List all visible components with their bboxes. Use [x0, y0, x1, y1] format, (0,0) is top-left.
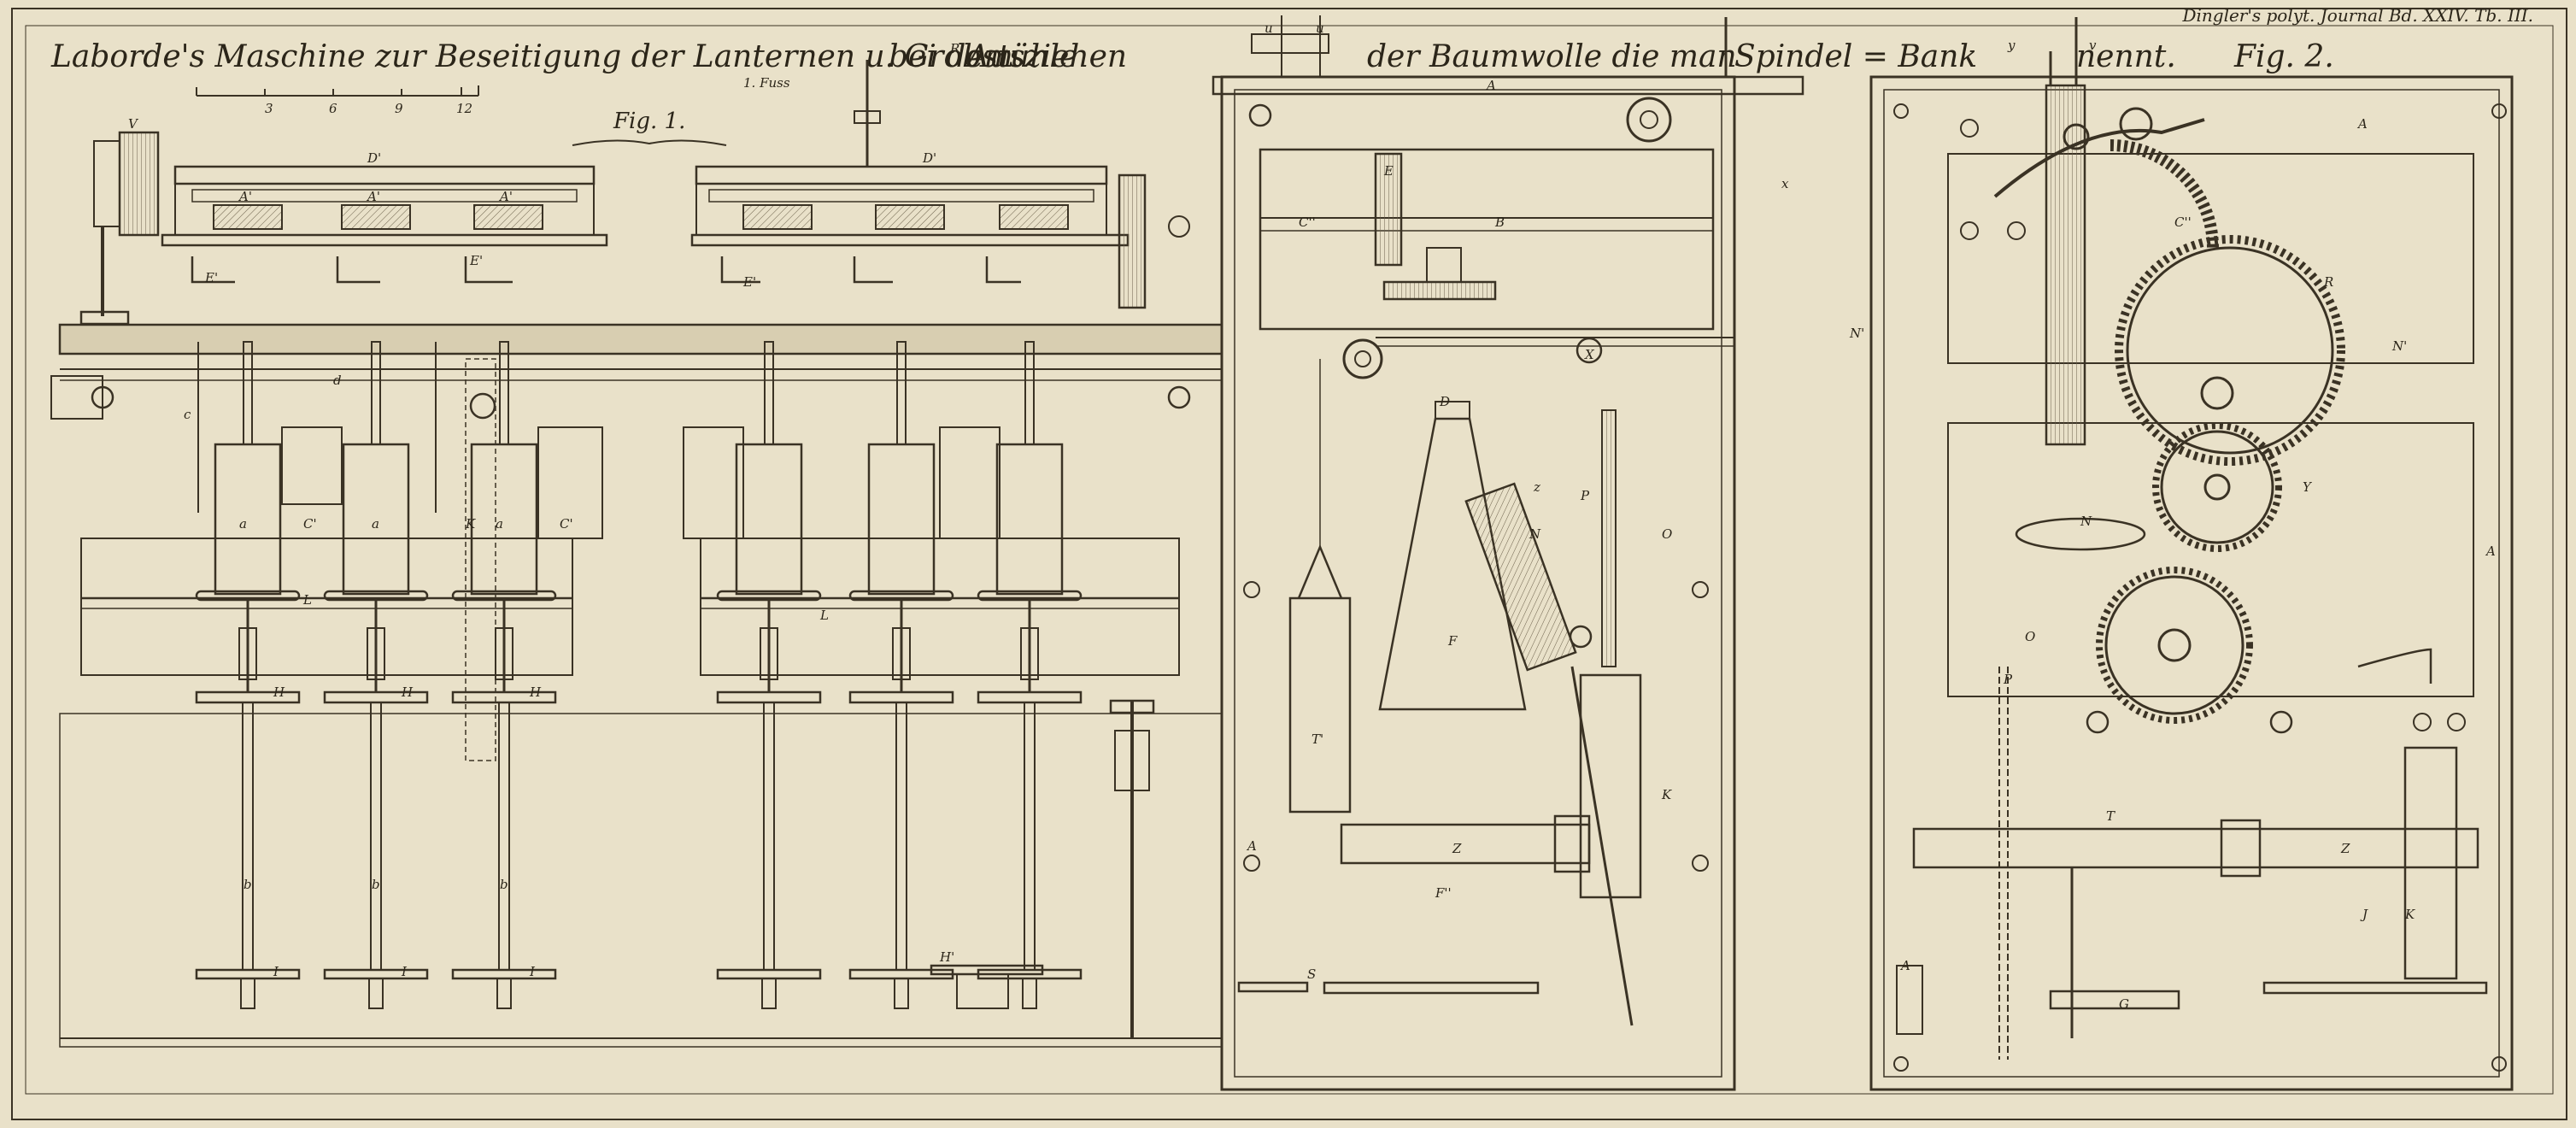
label-x: x	[1781, 176, 1789, 191]
label-a: a	[239, 516, 247, 532]
title-superscript: R	[949, 41, 959, 56]
title-part-1: Laborde's Maschine zur Beseitigung der L…	[50, 39, 1077, 74]
label-D1: D'	[367, 150, 381, 166]
label-N1: N'	[2391, 338, 2407, 354]
label-a-c: a	[496, 516, 503, 532]
label-y: y	[2007, 38, 2016, 53]
label-b-b: b	[372, 877, 380, 892]
label-A-fig2-right: A	[2485, 543, 2496, 559]
label-A1: A'	[238, 189, 252, 204]
label-A: A	[1485, 78, 1496, 93]
fig2-label: Fig. 2.	[2233, 39, 2334, 74]
plate-title: Laborde's Maschine zur Beseitigung der L…	[50, 39, 2334, 74]
label-L: L	[302, 592, 312, 608]
label-C1: C'	[303, 516, 317, 532]
title-part-2: bei dem	[889, 39, 1013, 74]
label-z: z	[1533, 479, 1540, 495]
part-labels: V D' D' A' A' A' E' E' E' c d a a a K C'…	[128, 21, 2496, 1012]
scale-tick-3: 3	[265, 101, 273, 116]
label-E1: E'	[204, 270, 218, 285]
journal-header: Dingler's polyt. Journal Bd. XXIV. Tb. I…	[2181, 5, 2533, 26]
label-S: S	[1307, 966, 1316, 982]
label-H-c: H	[529, 684, 542, 700]
label-K: K	[465, 516, 476, 532]
label-d: d	[333, 373, 342, 388]
plate-border	[11, 8, 2567, 1120]
label-D: D	[1439, 394, 1450, 409]
title-part-5: Spindel = Bank	[1734, 39, 1977, 74]
label-N1-left: N'	[1849, 326, 1864, 341]
title-part-6: nennt.	[2076, 39, 2176, 74]
label-H-b: H	[401, 684, 414, 700]
label-H: H	[273, 684, 285, 700]
label-K-fig2: K	[2404, 907, 2415, 922]
label-a-b: a	[372, 516, 379, 532]
scale-tick-6: 6	[329, 101, 337, 116]
fig1-middle-machine	[683, 60, 1191, 1038]
label-C2-fig2: C''	[2174, 214, 2192, 230]
label-A1-c: A'	[498, 189, 513, 204]
label-O: O	[1662, 526, 1672, 542]
label-D1-mid: D'	[922, 150, 936, 166]
label-Z: Z	[1452, 841, 1462, 856]
label-A-fig2: A	[2356, 116, 2368, 132]
label-X: X	[1584, 347, 1595, 362]
fig1-label: Fig. 1.	[613, 109, 685, 134]
label-C2: C''	[1299, 214, 1316, 230]
label-E1-c: E'	[742, 274, 756, 290]
label-F2: F''	[1435, 885, 1452, 901]
label-I-c: I	[529, 964, 536, 979]
label-P: P	[1580, 488, 1590, 503]
label-E: E	[1383, 163, 1394, 179]
label-A-side: A	[1246, 838, 1257, 854]
label-C1-b: C'	[560, 516, 573, 532]
scale-bar: 3 6 9 12 1. Fuss	[196, 75, 790, 116]
fig1-left-machine	[50, 131, 1223, 1048]
scale-tick-12: 12	[456, 101, 472, 116]
label-N-fig2: N	[2080, 514, 2092, 529]
label-b-c: b	[500, 877, 508, 892]
label-O-fig2: O	[2025, 629, 2035, 644]
label-E1-b: E'	[469, 253, 483, 268]
label-u: u	[1265, 21, 1273, 36]
label-b: b	[244, 877, 252, 892]
label-K-side: K	[1661, 787, 1672, 802]
label-A-fig2-low: A	[1899, 958, 1910, 973]
label-N: N	[1529, 526, 1541, 542]
label-v: v	[2089, 38, 2097, 53]
label-T1: T'	[1311, 731, 1323, 747]
label-Y: Y	[2303, 479, 2313, 495]
label-c: c	[184, 407, 191, 422]
fig2-machine	[1869, 17, 2514, 1091]
fig1-caption: Fig. 1.	[572, 109, 727, 146]
label-B: B	[1494, 214, 1505, 230]
label-H1: H'	[939, 949, 954, 965]
label-I-b: I	[401, 964, 408, 979]
label-F: F	[1447, 633, 1458, 649]
label-I: I	[273, 964, 279, 979]
label-V: V	[128, 116, 139, 132]
scale-unit: 1. Fuss	[743, 75, 790, 91]
fig1-side-view	[1212, 15, 1804, 1091]
label-Z-fig2: Z	[2340, 841, 2350, 856]
label-A1-b: A'	[366, 189, 380, 204]
title-part-4: der Baumwolle die man	[1367, 39, 1737, 74]
title-part-3: Ausziehen	[965, 39, 1127, 74]
scale-tick-9: 9	[395, 101, 403, 116]
label-P-fig2: P	[2003, 672, 2013, 687]
label-L-b: L	[819, 608, 829, 623]
label-T: T	[2106, 808, 2115, 824]
inner-border	[25, 25, 2554, 1095]
label-G: G	[2119, 996, 2129, 1012]
label-J: J	[2360, 907, 2368, 922]
label-u-b: u	[1316, 21, 1324, 36]
label-R: R	[2323, 274, 2333, 290]
